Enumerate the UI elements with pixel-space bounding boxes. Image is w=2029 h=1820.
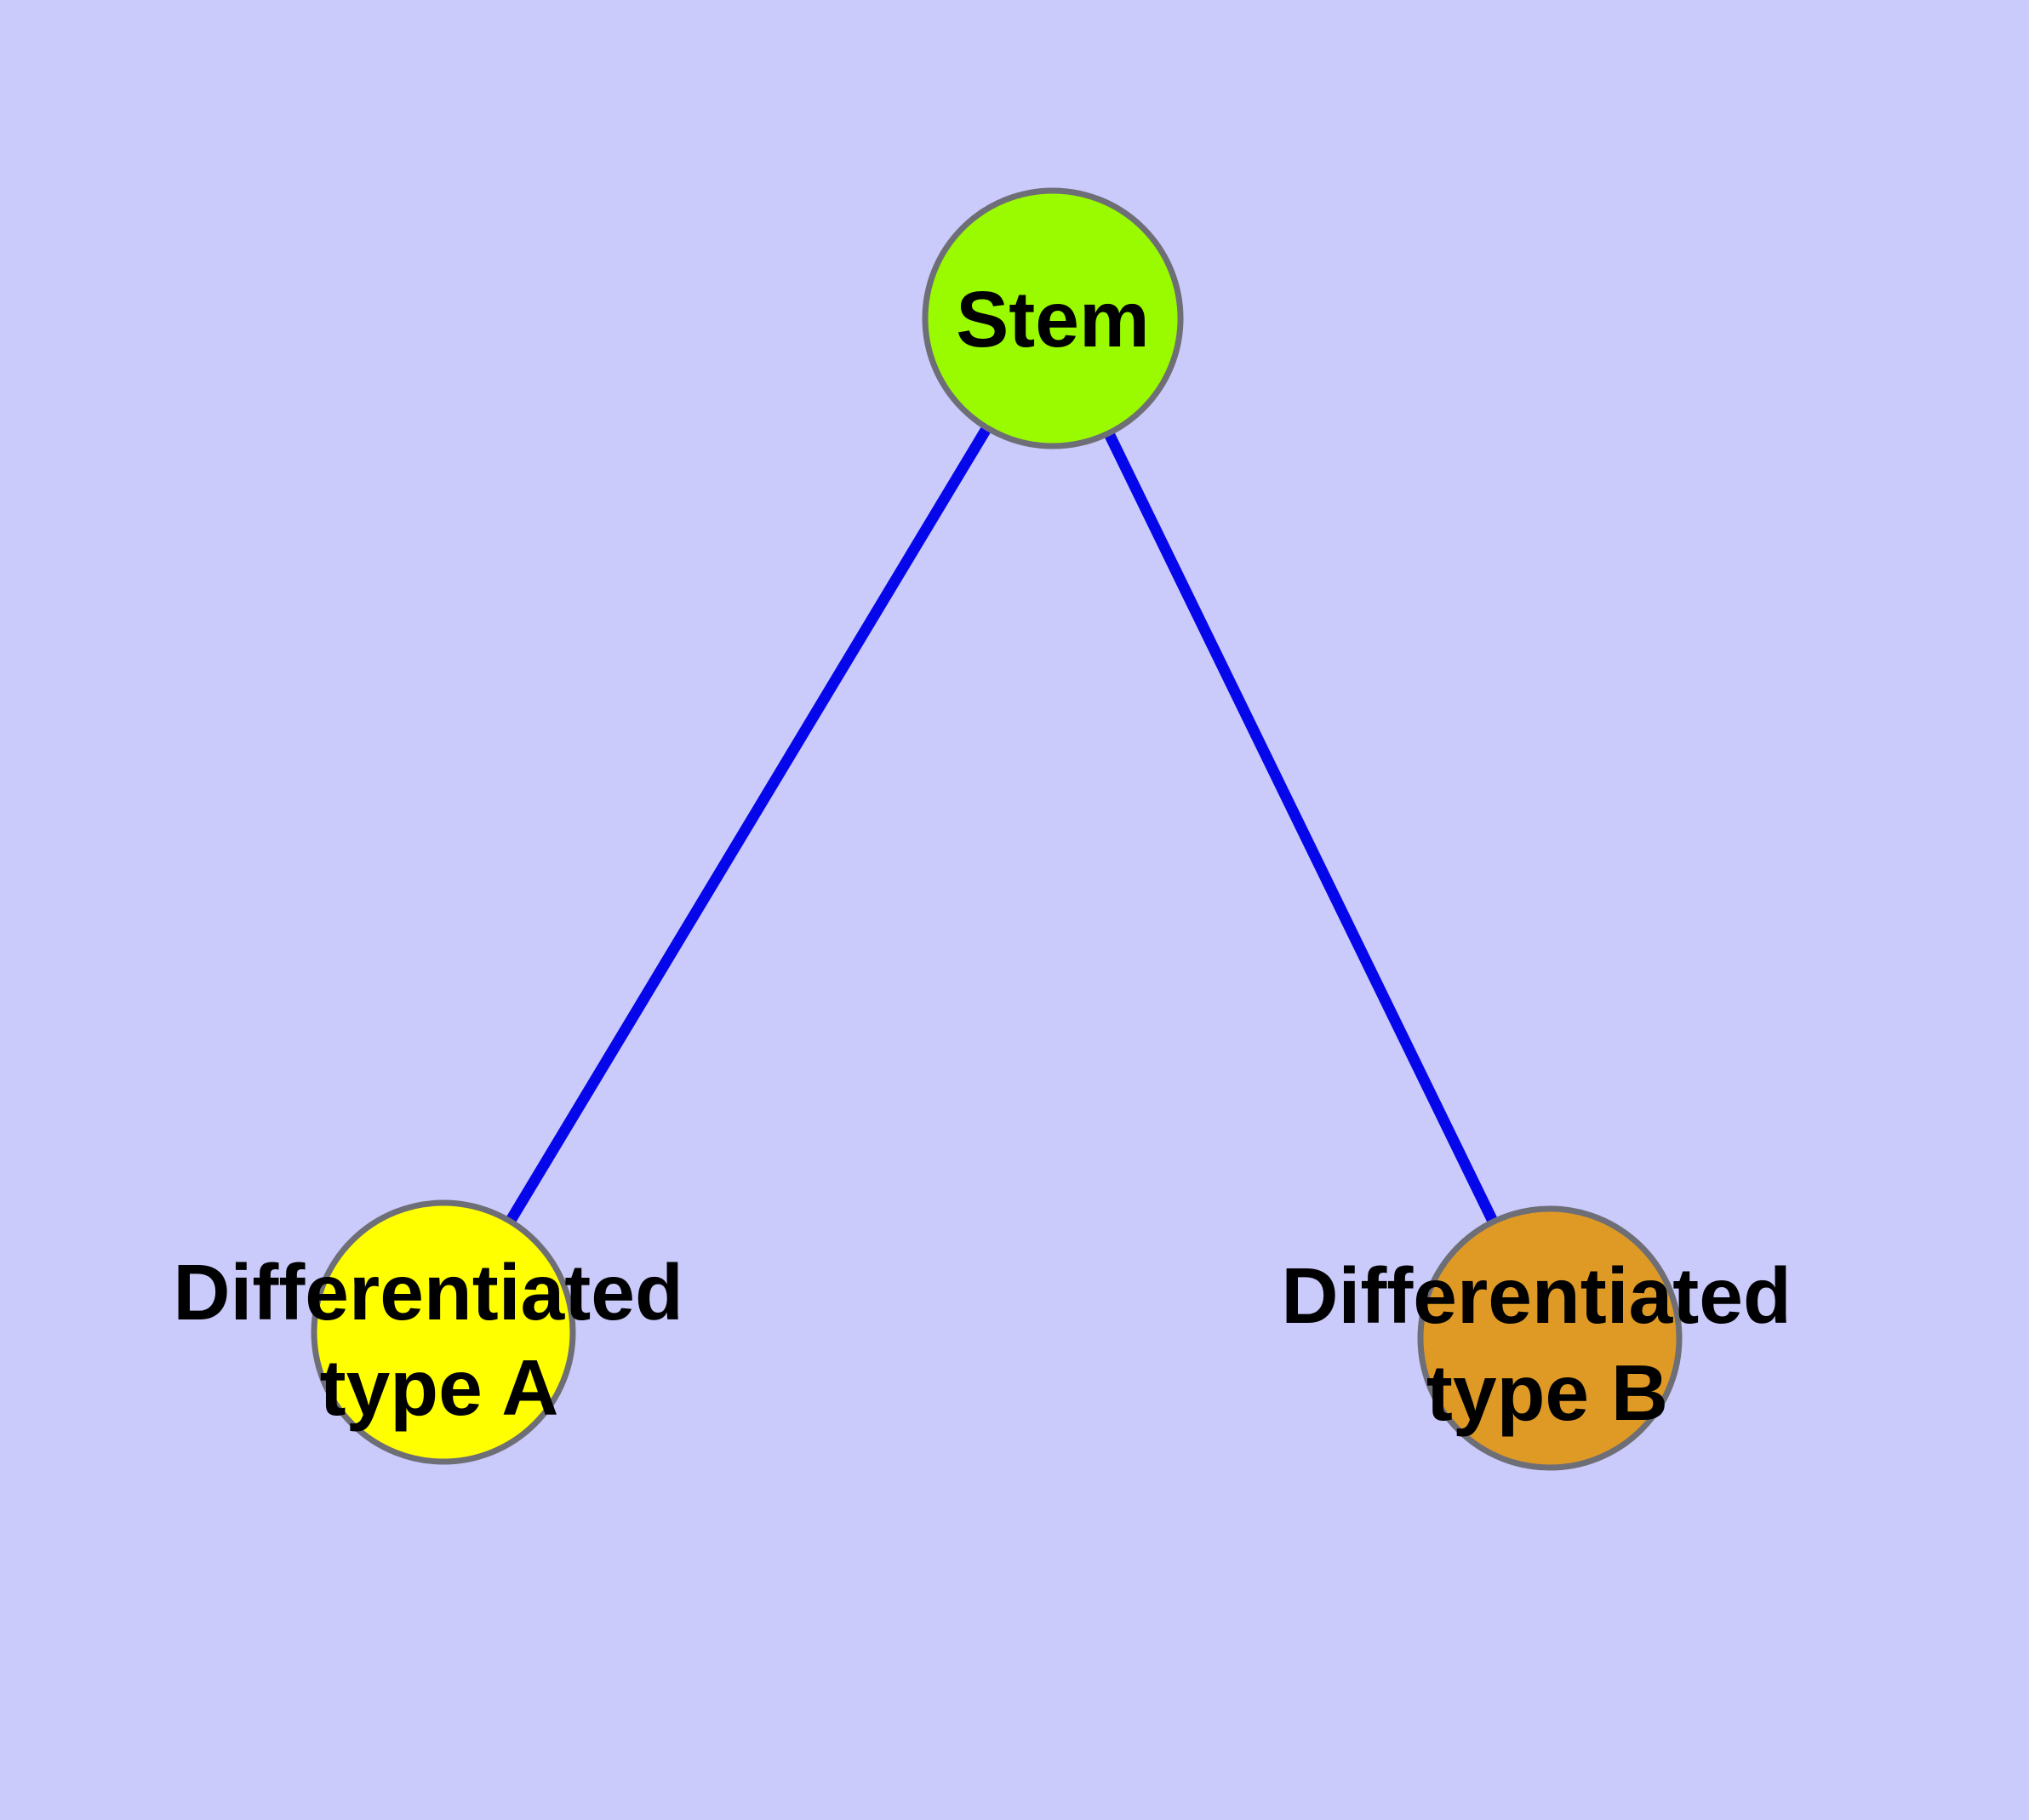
node-stem-label: Stem: [956, 275, 1149, 363]
node-type-b-label-line2: type B: [1426, 1348, 1668, 1437]
node-type-a-label: Differentiated type A: [173, 1248, 705, 1432]
node-type-b-label-line1: Differentiated: [1281, 1251, 1791, 1340]
node-type-b-label: Differentiated type B: [1281, 1251, 1813, 1437]
edge-stem-to-type-b: [1048, 316, 1555, 1341]
node-type-a-label-line2: type A: [320, 1343, 559, 1432]
node-type-a-label-line1: Differentiated: [173, 1248, 683, 1336]
node-type-b-circle: [1417, 1205, 1683, 1471]
edge-stem-to-type-a: [438, 315, 1058, 1336]
node-stem-circle: [922, 187, 1184, 449]
node-type-a-circle: [311, 1199, 576, 1465]
